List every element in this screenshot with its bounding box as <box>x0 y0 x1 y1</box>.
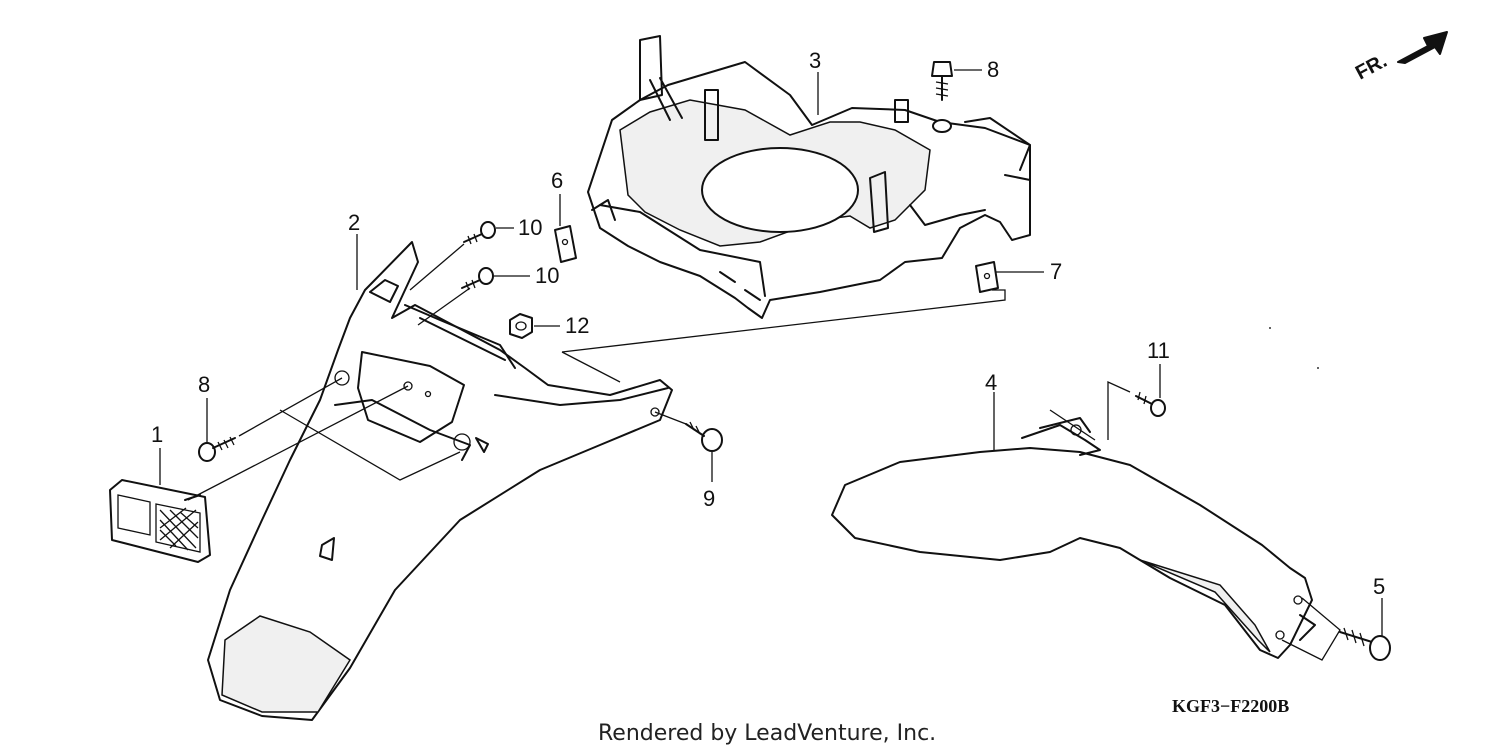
callout-10a[interactable]: 10 <box>518 215 542 240</box>
part-1-reflector[interactable] <box>109 479 211 563</box>
bolt-5[interactable] <box>1339 627 1391 661</box>
callout-4[interactable]: 4 <box>985 370 997 395</box>
screw-10a[interactable] <box>463 221 496 245</box>
callout-2[interactable]: 2 <box>348 210 360 235</box>
clip-6[interactable] <box>554 225 577 263</box>
callout-11[interactable]: 11 <box>1147 338 1170 363</box>
callout-6[interactable]: 6 <box>551 168 563 193</box>
bolt-8-left[interactable] <box>198 436 236 462</box>
leader-lines <box>187 243 1341 661</box>
callout-9[interactable]: 9 <box>703 486 715 511</box>
callouts: 1 2 3 4 5 6 7 8 8 9 10 10 11 12 <box>151 48 1385 636</box>
bolt-9[interactable] <box>685 421 723 452</box>
callout-5[interactable]: 5 <box>1373 574 1385 599</box>
callout-8-left[interactable]: 8 <box>198 372 210 397</box>
front-direction-arrow: FR. <box>1352 31 1448 85</box>
callout-1[interactable]: 1 <box>151 422 163 447</box>
callout-3[interactable]: 3 <box>809 48 821 73</box>
part-2-fender[interactable] <box>207 241 673 721</box>
bolt-8-top[interactable] <box>931 61 953 133</box>
callout-12[interactable]: 12 <box>565 313 589 338</box>
screw-11[interactable] <box>1135 391 1166 417</box>
clip-7[interactable] <box>975 261 999 293</box>
direction-label: FR. <box>1352 50 1391 85</box>
render-credit: Rendered by LeadVenture, Inc. <box>598 721 936 746</box>
part-3-box[interactable] <box>587 35 1031 319</box>
callout-8-top[interactable]: 8 <box>987 57 999 82</box>
part-4-inner-fender[interactable] <box>831 417 1316 659</box>
diagram-code: KGF3−F2200B <box>1172 696 1289 716</box>
nut-12[interactable] <box>509 313 533 339</box>
screw-10b[interactable] <box>461 267 494 291</box>
callout-7[interactable]: 7 <box>1050 259 1062 284</box>
callout-10b[interactable]: 10 <box>535 263 559 288</box>
